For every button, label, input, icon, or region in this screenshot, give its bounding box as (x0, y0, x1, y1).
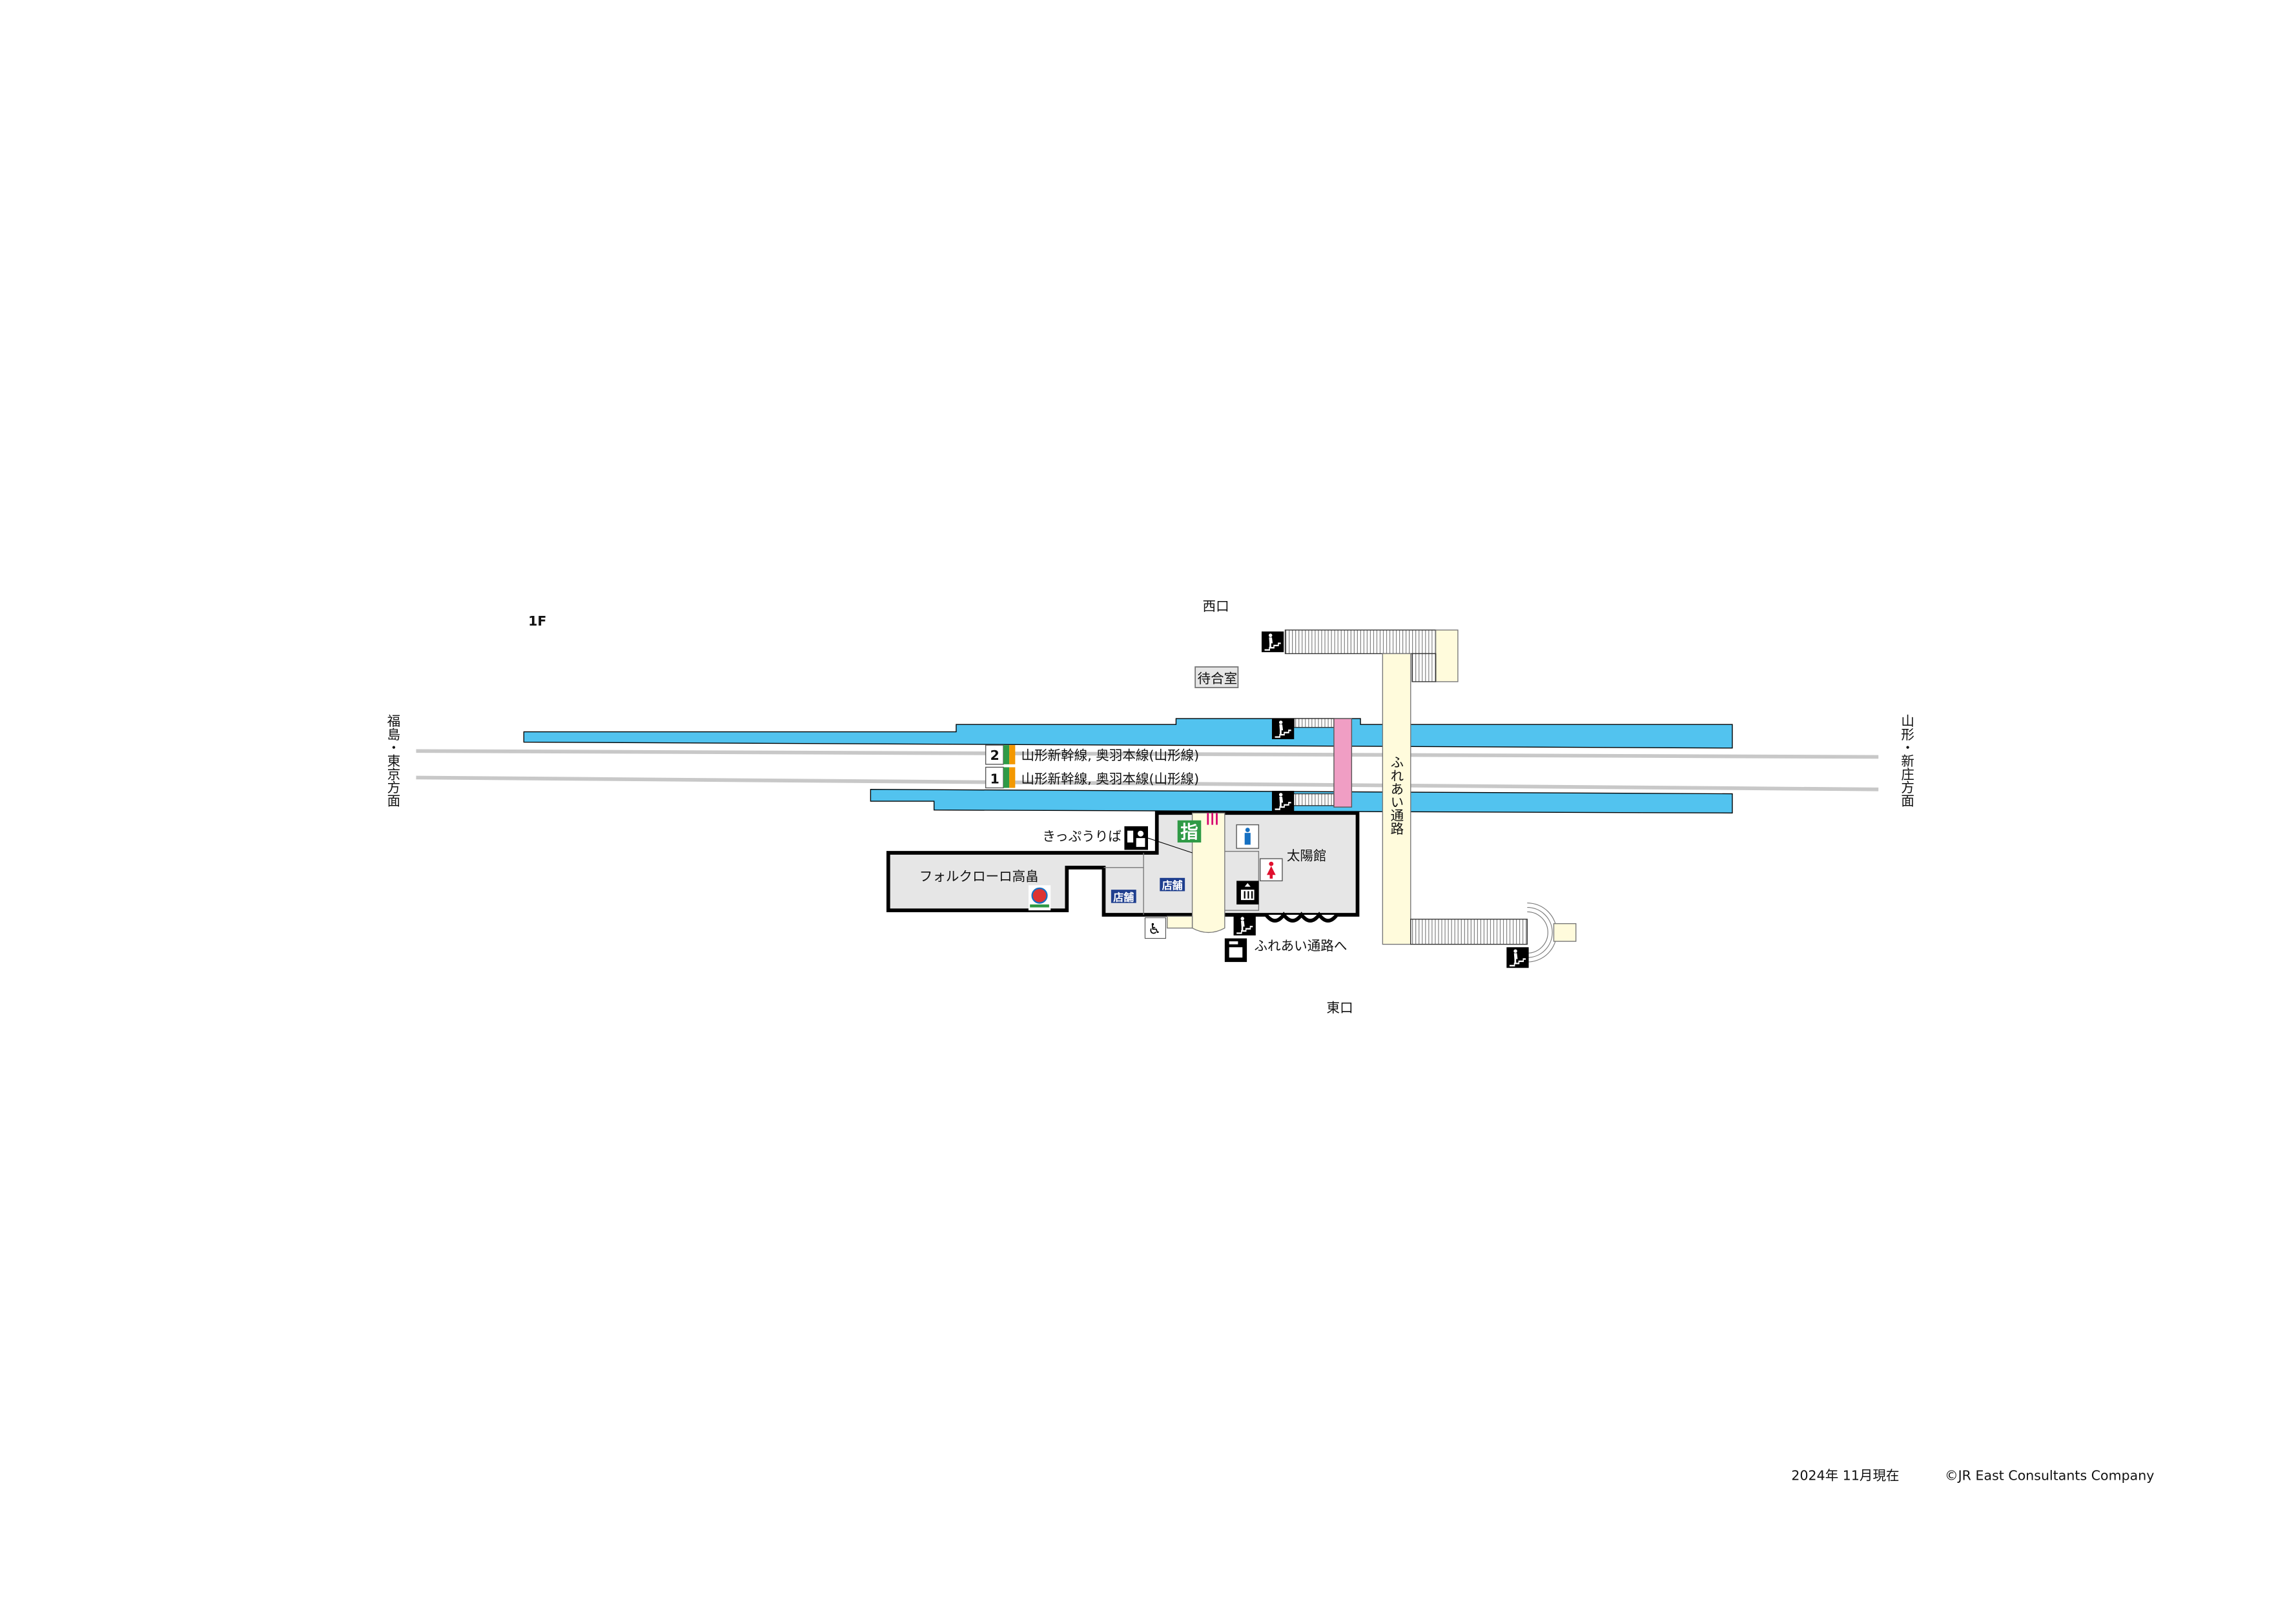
shop-label: 店舗 (1162, 879, 1183, 892)
stairs-icon (1271, 719, 1295, 740)
track-number: 2 (990, 748, 999, 763)
mascot-icon (1028, 885, 1051, 911)
footbridge (1333, 718, 1353, 808)
ramp (1167, 915, 1193, 929)
east-stairs (1410, 919, 1528, 945)
track-label-1: 1 山形新幹線, 奥羽本線(山形線) (985, 766, 1199, 789)
toilet-male-icon (1236, 824, 1260, 849)
stairs (1411, 653, 1437, 682)
locker-icon (1224, 938, 1247, 963)
west-exit-label: 西口 (1203, 598, 1229, 614)
stairs-icon (1233, 914, 1256, 935)
footer-copyright: ©JR East Consultants Company (1945, 1467, 2154, 1483)
landing (1435, 629, 1459, 682)
track-number: 1 (990, 771, 999, 787)
waiting-room-label: 待合室 (1198, 671, 1238, 686)
track-label-2: 2 山形新幹線, 奥羽本線(山形線) (985, 744, 1199, 765)
track-2 (416, 749, 1879, 759)
shop-2 (1111, 890, 1136, 903)
stairs-icon (1271, 791, 1295, 812)
landing (1553, 923, 1577, 942)
stairs-icon (1506, 947, 1529, 968)
concourse (1191, 812, 1225, 934)
track-1 (416, 775, 1879, 791)
track-lines: 山形新幹線, 奥羽本線(山形線) (1021, 771, 1199, 787)
shop-1 (1160, 877, 1185, 892)
toilet-female-icon (1260, 858, 1283, 882)
track-lines: 山形新幹線, 奥羽本線(山形線) (1021, 748, 1199, 763)
building-label: 太陽館 (1287, 848, 1327, 863)
footer-date: 2024年 11月現在 (1791, 1467, 1899, 1483)
stairs-icon (1261, 631, 1284, 653)
building-scallop (1264, 912, 1338, 923)
east-exit-label: 東口 (1327, 1000, 1353, 1016)
direction-left-label: 福島・東京方面 (385, 714, 400, 807)
spiral-stairs (1527, 903, 1557, 963)
folklore-label: フォルクローロ高畠 (919, 868, 1039, 884)
fureai-passage (1382, 653, 1411, 945)
upper-platform (523, 718, 1733, 749)
platform-stairs-lower (1292, 793, 1335, 806)
direction-right-label: 山形・新庄方面 (1899, 714, 1914, 807)
waiting-room (1194, 666, 1239, 688)
ticket-office-label: きっぷうりば (1042, 829, 1121, 844)
passage-direction-label: ふれあい通路へ (1255, 938, 1348, 954)
reserved-seat-sign: 指 (1180, 822, 1198, 842)
floor-label: 1F (528, 613, 546, 629)
svg-text:♿: ♿ (1148, 921, 1161, 938)
shop-label: 店舗 (1113, 891, 1134, 903)
west-stairs (1284, 629, 1437, 655)
platform-stairs-upper (1293, 718, 1335, 728)
passage-label: ふれあい通路 (1388, 755, 1404, 835)
ticket-machine-icon (1124, 826, 1148, 850)
elevator-icon (1236, 881, 1259, 904)
wheelchair-ramp-icon: ♿ (1144, 917, 1166, 939)
reserved-seat-office[interactable] (1177, 820, 1202, 842)
